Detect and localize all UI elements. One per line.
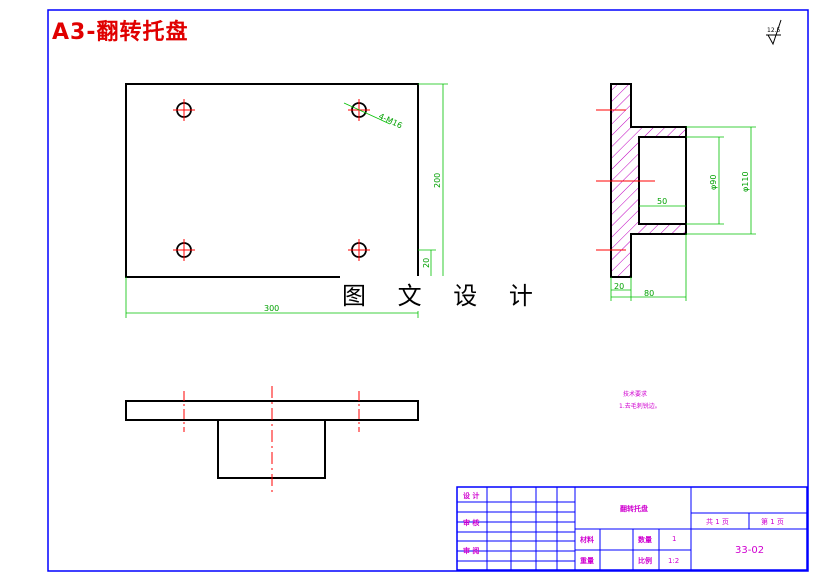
tb-material-label: 材料: [579, 535, 594, 544]
watermark-text: 图 文 设 计: [340, 276, 547, 311]
hole-callout-leader: [343, 102, 391, 125]
sheet-border: [47, 9, 809, 572]
surface-roughness-symbol: [766, 19, 782, 46]
dim-20-flange: 20: [614, 282, 624, 291]
section-dim-lines: [610, 126, 756, 301]
hole-bottom-right: [348, 239, 370, 261]
dim-phi90: φ90: [709, 175, 718, 190]
tb-drawing-number: 33-02: [735, 545, 764, 556]
tech-notes-line1: 1.去毛刺锐边。: [619, 402, 661, 410]
tb-quantity-value: 1: [672, 535, 676, 543]
plate-outline: [125, 83, 419, 278]
dim-300: 300: [264, 304, 279, 313]
title-block: [456, 486, 808, 571]
dim-phi110: φ110: [741, 171, 750, 192]
tb-quantity-label: 数量: [638, 535, 652, 544]
top-view: [125, 386, 419, 492]
surface-roughness-value: 12.5: [767, 27, 781, 34]
dim-20-right: 20: [422, 258, 431, 268]
dim-50: 50: [657, 197, 667, 206]
hole-callout: 4-M16: [377, 112, 404, 131]
tech-notes-heading: 技术要求: [623, 390, 647, 398]
tb-weight-label: 重量: [580, 556, 594, 565]
hole-top-left: [173, 99, 195, 121]
tb-part-name: 翻转托盘: [620, 504, 648, 513]
dim-80: 80: [644, 289, 654, 298]
dim-200: 200: [433, 173, 442, 188]
hole-bottom-left: [173, 239, 195, 261]
tb-check-label: 审 核: [463, 518, 479, 527]
tb-design-label: 设 计: [463, 491, 479, 500]
tb-approve-label: 审 阅: [463, 546, 479, 555]
section-hatch: [611, 84, 686, 277]
tb-sheets-total: 共 1 页: [706, 517, 729, 526]
tb-scale-label: 比例: [638, 556, 652, 565]
side-section-view: 50 φ90 φ110 20 80: [596, 83, 756, 301]
tb-scale-value: 1:2: [668, 557, 679, 565]
tb-sheet-number: 第 1 页: [761, 517, 784, 526]
top-centerlines: [183, 386, 360, 492]
drawing-title: A3-翻转托盘: [52, 20, 189, 45]
